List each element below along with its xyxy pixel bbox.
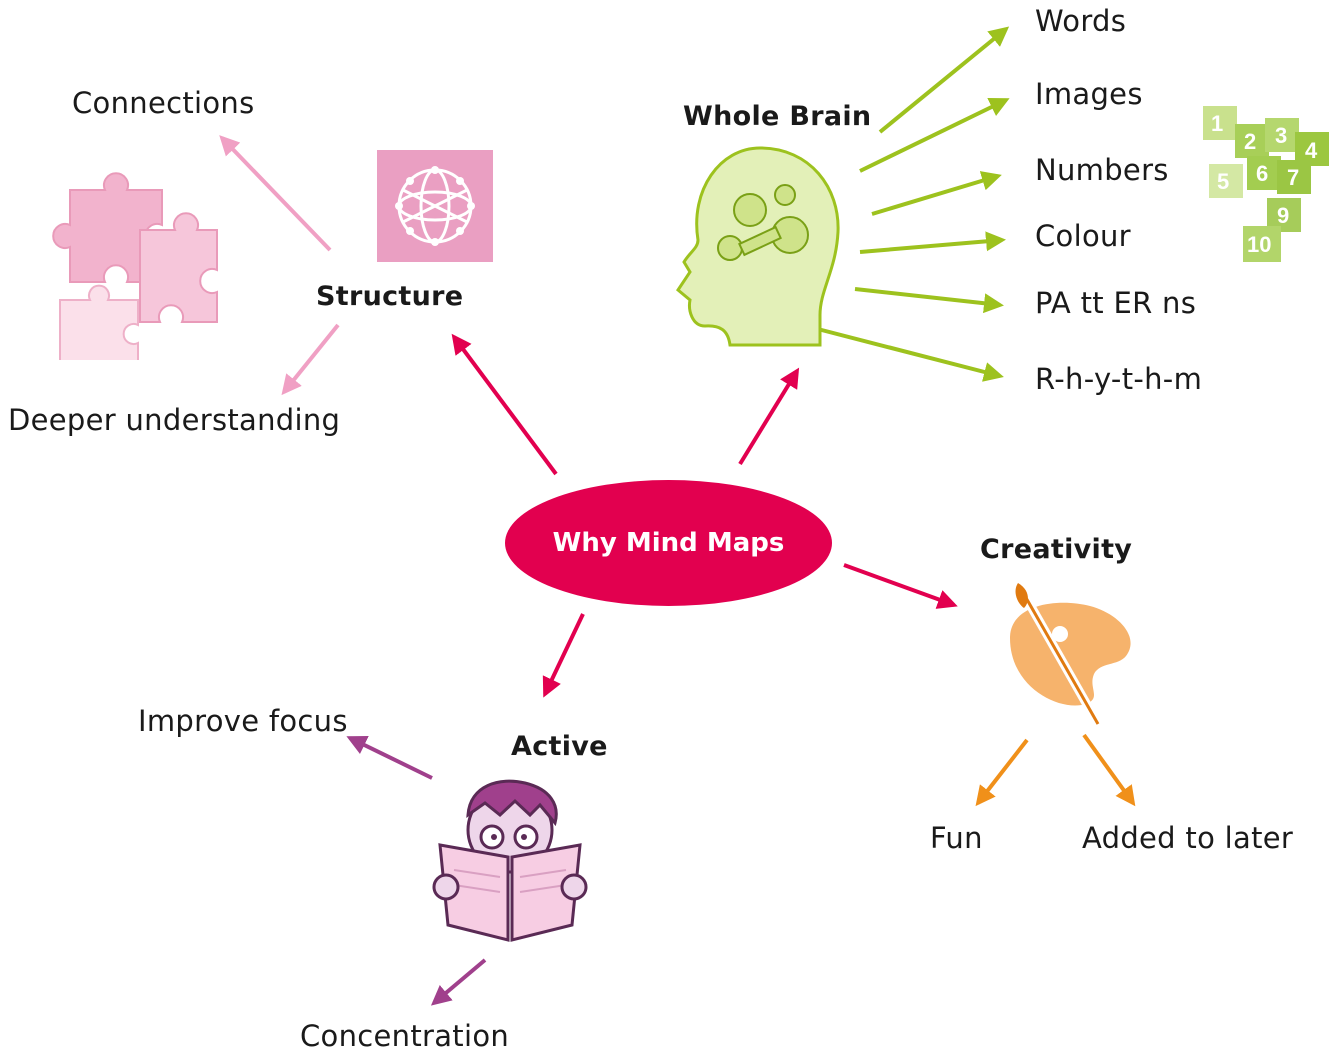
leaf-connections: Connections (72, 86, 255, 120)
arrow-connections (219, 135, 332, 252)
arrow-concentration (430, 958, 487, 1006)
leaf-images: Images (1035, 77, 1143, 111)
cube-label: 9 (1277, 203, 1289, 228)
leaf-added-to-later: Added to later (1082, 821, 1294, 855)
arrow-images (859, 98, 1010, 173)
arrow-added (1082, 733, 1136, 807)
central-node: Why Mind Maps (505, 480, 832, 606)
puzzle-pieces-icon (52, 172, 218, 360)
cube-label: 3 (1275, 123, 1287, 148)
cube-label: 4 (1305, 138, 1318, 163)
arrow-deeper (281, 323, 340, 396)
leaf-concentration: Concentration (300, 1019, 510, 1053)
arrow-words (878, 26, 1010, 134)
leaf-improve-focus: Improve focus (138, 704, 348, 738)
leaf-fun: Fun (930, 821, 983, 855)
branch-creativity: Creativity (980, 534, 1133, 565)
leaf-colour: Colour (1035, 219, 1131, 253)
arrow-improve-focus (346, 736, 433, 780)
arrow-to-creativity (843, 563, 958, 609)
leaf-rhythm: R-h-y-t-h-m (1035, 362, 1203, 396)
boy-reading-icon (432, 779, 588, 942)
branch-active: Active (511, 731, 608, 762)
cube-label: 6 (1256, 161, 1268, 186)
leaf-numbers: Numbers (1035, 153, 1169, 187)
branch-whole-brain: Whole Brain (683, 101, 872, 132)
palette-icon (1010, 583, 1131, 727)
branch-structure: Structure (316, 281, 464, 312)
cube-label: 2 (1244, 129, 1256, 154)
cube-label: 5 (1217, 169, 1229, 194)
cube-label: 7 (1287, 165, 1299, 190)
arrow-rhythm (809, 325, 1004, 382)
number-cubes-icon: 1 2 3 4 5 6 7 9 10 (1203, 106, 1329, 262)
arrow-fun (975, 738, 1029, 807)
arrow-patterns (854, 287, 1004, 314)
arrow-to-active (542, 613, 585, 698)
brain-head-icon (676, 146, 840, 347)
arrow-numbers (871, 171, 1002, 216)
leaf-patterns: PA tt ER ns (1035, 286, 1197, 320)
leaf-words: Words (1035, 4, 1127, 38)
leaf-deeper-understanding: Deeper understanding (8, 403, 341, 437)
arrow-colour (859, 231, 1006, 254)
cube-label: 10 (1247, 232, 1271, 257)
molecule-icon (377, 150, 493, 262)
central-label: Why Mind Maps (552, 528, 785, 558)
arrow-to-structure (451, 333, 558, 476)
arrow-to-whole-brain (738, 367, 800, 466)
cube-label: 1 (1211, 111, 1223, 136)
